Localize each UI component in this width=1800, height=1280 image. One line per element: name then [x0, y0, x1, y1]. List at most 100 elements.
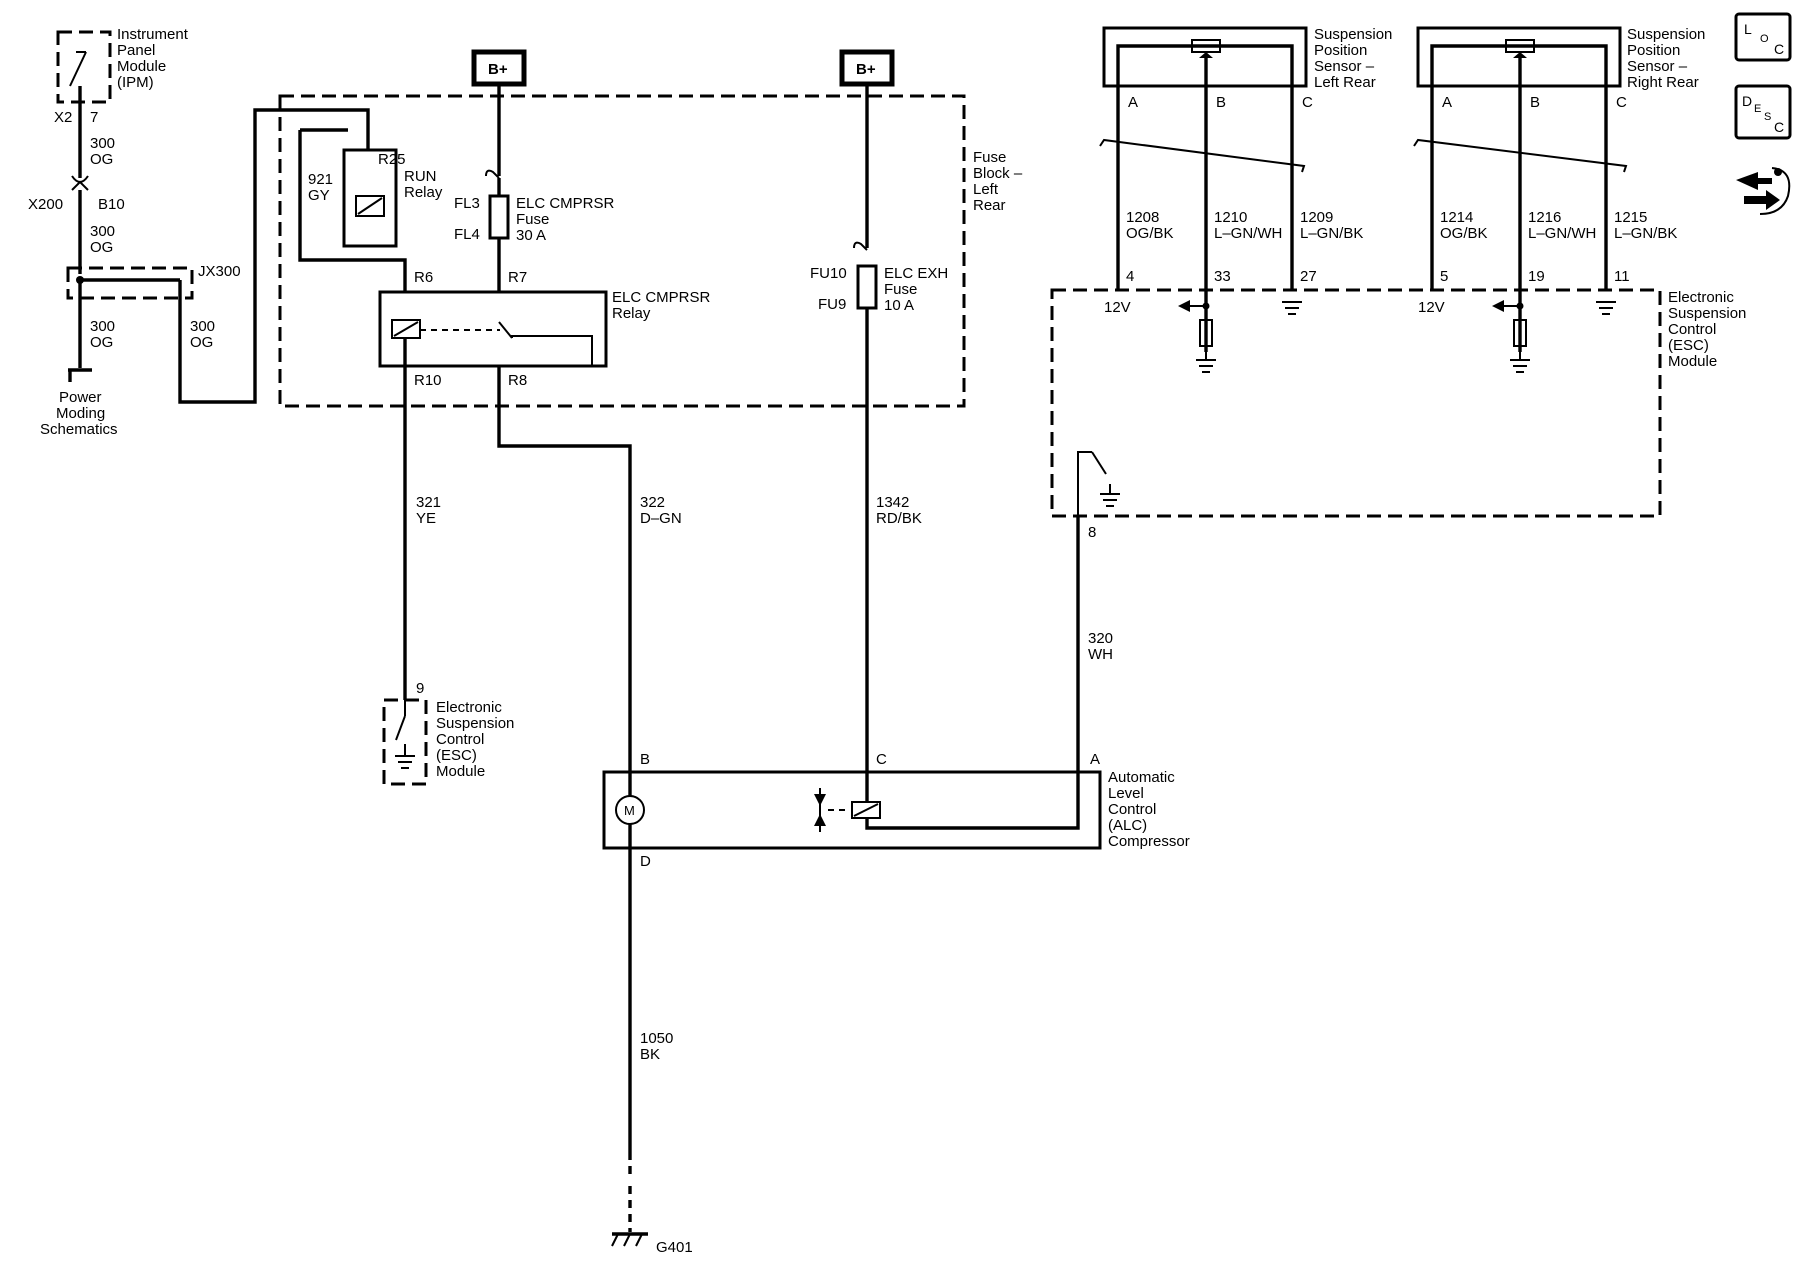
- wire-321-circuit: 321: [416, 494, 441, 511]
- sensor-left-wire-a-circuit: 1208: [1126, 209, 1159, 226]
- sensor-right-wire-a-circuit: 1214: [1440, 209, 1473, 226]
- desc-small2: S: [1764, 111, 1771, 123]
- esc-internal-switch: [1077, 451, 1120, 516]
- ipm-pin-x2: X2: [54, 109, 72, 126]
- esc-lower-label-1: Electronic: [436, 699, 502, 716]
- exh-fuse-label-2: Fuse: [884, 281, 917, 298]
- sensor-left-module-pin-c: 27: [1300, 268, 1317, 285]
- fuse-block: [278, 94, 966, 408]
- run-relay: R25 RUN Relay 921 GY: [298, 128, 443, 276]
- exh-fuse-label-3: 10 A: [884, 297, 914, 314]
- sensor-left-rear: Suspension Position Sensor – Left Rear A…: [1102, 26, 1392, 111]
- wire-1342-color: RD/BK: [876, 510, 922, 527]
- loc-small: O: [1760, 33, 1769, 45]
- splice-wire-down-color: OG: [90, 334, 113, 351]
- sensor-left-12v: 12V: [1104, 299, 1131, 316]
- wire-1050-circuit: 1050: [640, 1030, 673, 1047]
- ipm-label-1: Instrument: [117, 26, 189, 43]
- x200-connector: X200 B10: [28, 175, 125, 213]
- ground-g401: G401: [611, 1232, 693, 1256]
- run-relay-label-2: Relay: [404, 184, 443, 201]
- wire-320-circuit: 320: [1088, 630, 1113, 647]
- splice-wire-right-color: OG: [190, 334, 213, 351]
- esc-main-label-5: Module: [1668, 353, 1717, 370]
- compressor-label-5: Compressor: [1108, 833, 1190, 850]
- splice-wire-right-circuit: 300: [190, 318, 215, 335]
- description-view-button[interactable]: D E S C: [1734, 84, 1792, 140]
- esc-main-pin-8: 8: [1088, 524, 1096, 541]
- sensor-left-wire-b-color: L–GN/WH: [1214, 225, 1282, 242]
- alc-compressor: B C A D M Automatic Level Control (ALC) …: [602, 751, 1190, 870]
- power-moding-3: Schematics: [40, 421, 118, 438]
- cmprsr-relay-pin-r6: R6: [414, 269, 433, 286]
- sensor-left-internal: [1178, 300, 1302, 373]
- cmprsr-fuse-label-1: ELC CMPRSR: [516, 195, 615, 212]
- esc-lower-label-3: Control: [436, 731, 484, 748]
- x200-wire-circuit: 300: [90, 223, 115, 240]
- esc-lower-label-4: (ESC): [436, 747, 477, 764]
- esc-main-label-3: Control: [1668, 321, 1716, 338]
- wire-1050-color: BK: [640, 1046, 660, 1063]
- connector-tools-icon[interactable]: [1736, 167, 1791, 215]
- sensor-left-label-1: Suspension: [1314, 26, 1392, 43]
- power-moding-2: Moding: [56, 405, 105, 422]
- splice-wire-down-circuit: 300: [90, 318, 115, 335]
- exh-fuse-pin-fu9: FU9: [818, 296, 846, 313]
- compressor-pin-b: B: [640, 751, 650, 768]
- ipm-label-3: Module: [117, 58, 166, 75]
- jx300-splice: JX300: [66, 263, 241, 300]
- loc-sub: C: [1774, 41, 1784, 57]
- esc-module-lower: 9 Electronic Suspension Control (ESC) Mo…: [382, 680, 514, 786]
- cmprsr-relay-pin-r7: R7: [508, 269, 527, 286]
- location-view-button[interactable]: L O C: [1734, 12, 1792, 62]
- sensor-left-module-pin-a: 4: [1126, 268, 1134, 285]
- cmprsr-fuse-pin-fl3: FL3: [454, 195, 480, 212]
- fuse-block-label-2: Block –: [973, 165, 1023, 182]
- bplus-2-label: B+: [856, 61, 876, 78]
- sensor-right-label-1: Suspension: [1627, 26, 1705, 43]
- fuse-block-label-4: Rear: [973, 197, 1006, 214]
- run-relay-wire-circuit: 921: [308, 171, 333, 188]
- sensor-right-pin-a: A: [1442, 94, 1452, 111]
- sensor-right-pin-c: C: [1616, 94, 1627, 111]
- cmprsr-relay-label-2: Relay: [612, 305, 651, 322]
- cmprsr-relay-pin-r8: R8: [508, 372, 527, 389]
- sensor-right-wire-c-circuit: 1215: [1614, 209, 1647, 226]
- cmprsr-fuse-label-3: 30 A: [516, 227, 546, 244]
- fuse-block-label-3: Left: [973, 181, 999, 198]
- esc-lower-pin-9: 9: [416, 680, 424, 697]
- cmprsr-relay-label-1: ELC CMPRSR: [612, 289, 711, 306]
- bplus-2: B+: [839, 49, 895, 87]
- ipm-module: Instrument Panel Module (IPM) X2 7: [54, 26, 189, 126]
- compressor-pin-c: C: [876, 751, 887, 768]
- ground-label: G401: [656, 1239, 693, 1256]
- compressor-pin-a: A: [1090, 751, 1100, 768]
- sensor-right-pin-b: B: [1530, 94, 1540, 111]
- sensor-right-module-pin-b: 19: [1528, 268, 1545, 285]
- sensor-left-label-2: Position: [1314, 42, 1367, 59]
- sensor-left-wire-a-color: OG/BK: [1126, 225, 1174, 242]
- wire-322-circuit: 322: [640, 494, 665, 511]
- sensor-right-12v: 12V: [1418, 299, 1445, 316]
- compressor-label-4: (ALC): [1108, 817, 1147, 834]
- x200-wire-color: OG: [90, 239, 113, 256]
- cmprsr-fuse: FL3 FL4 ELC CMPRSR Fuse 30 A: [454, 169, 615, 244]
- esc-lower-label-2: Suspension: [436, 715, 514, 732]
- sensor-right-module-pin-c: 11: [1614, 268, 1630, 285]
- x200-pin: B10: [98, 196, 125, 213]
- cmprsr-fuse-label-2: Fuse: [516, 211, 549, 228]
- wire-320-color: WH: [1088, 646, 1113, 663]
- sensor-right-label-2: Position: [1627, 42, 1680, 59]
- sensor-right-wire-b-color: L–GN/WH: [1528, 225, 1596, 242]
- loc-big: L: [1744, 21, 1752, 37]
- wire-321-color: YE: [416, 510, 436, 527]
- sensor-left-label-3: Sensor –: [1314, 58, 1375, 75]
- sensor-left-pin-b: B: [1216, 94, 1226, 111]
- wire-1342-circuit: 1342: [876, 494, 909, 511]
- compressor-label-3: Control: [1108, 801, 1156, 818]
- sensor-right-internal: [1492, 300, 1616, 373]
- sensor-right-wire-c-color: L–GN/BK: [1614, 225, 1677, 242]
- compressor-label-2: Level: [1108, 785, 1144, 802]
- sensor-left-wire-b-circuit: 1210: [1214, 209, 1247, 226]
- esc-main-label-4: (ESC): [1668, 337, 1709, 354]
